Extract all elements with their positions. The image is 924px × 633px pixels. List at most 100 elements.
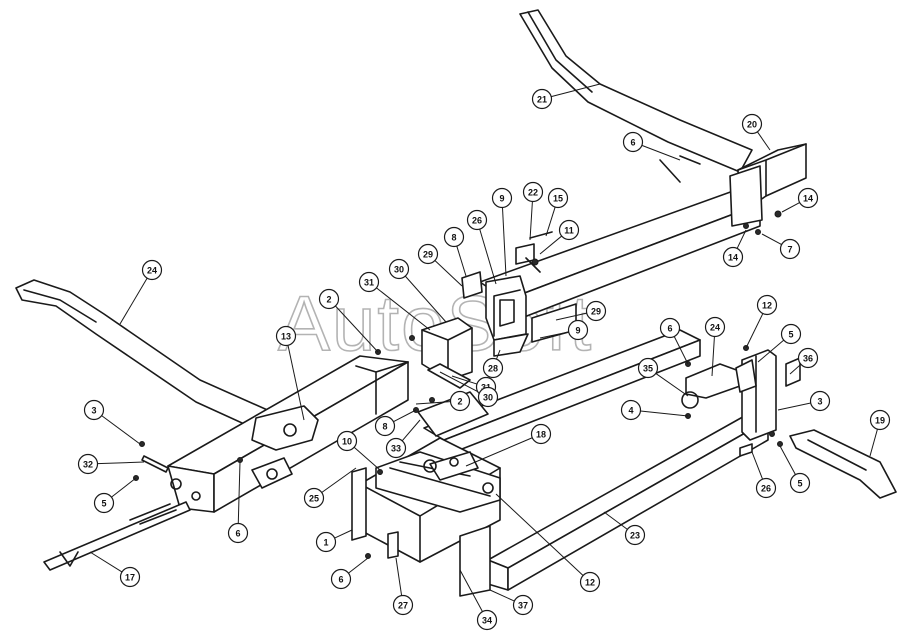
callout-6: 6: [330, 568, 352, 590]
callout-circle: [659, 317, 681, 339]
callout-circle: [622, 131, 644, 153]
callout-27: 27: [392, 594, 414, 616]
callout-leader: [751, 451, 764, 480]
callout-leader: [551, 83, 601, 98]
callout-circle: [547, 187, 569, 209]
callout-leader: [404, 275, 447, 323]
callout-circle: [624, 524, 646, 546]
callout-circle: [449, 390, 471, 412]
callout-leader: [376, 287, 431, 331]
callout-leader: [495, 349, 501, 360]
callout-leader: [489, 589, 515, 602]
small-hardware-upper: [515, 231, 553, 273]
callout-33: 33: [385, 437, 407, 459]
callout-2: 2: [318, 288, 340, 310]
callout-8: 8: [443, 226, 465, 248]
callout-number: 14: [803, 194, 813, 204]
callout-number: 22: [528, 188, 538, 198]
callout-circle: [779, 238, 801, 260]
callout-leader: [321, 467, 357, 493]
callout-leader: [869, 429, 878, 457]
callout-leader: [555, 312, 587, 321]
callout-circle: [119, 566, 141, 588]
callout-6: 6: [227, 522, 249, 544]
callout-leader: [459, 569, 483, 612]
callout-circle: [809, 390, 831, 412]
callout-leader: [789, 363, 802, 375]
callout-number: 17: [125, 573, 135, 583]
callout-circle: [704, 316, 726, 338]
callout-32: 32: [77, 453, 99, 475]
callout-number: 11: [564, 226, 574, 236]
callout-7: 7: [779, 238, 801, 260]
callout-leader: [237, 461, 241, 524]
callout-number: 3: [91, 406, 96, 416]
callout-number: 19: [875, 416, 885, 426]
callout-20: 20: [741, 113, 763, 135]
callout-leader: [539, 235, 563, 255]
callout-circle: [476, 609, 498, 631]
small-hardware: [133, 155, 783, 559]
callout-circle: [741, 113, 763, 135]
callout-30: 30: [477, 386, 499, 408]
callout-circle: [93, 492, 115, 514]
callout-number: 12: [585, 578, 595, 588]
callout-circle: [315, 531, 337, 553]
callout-6: 6: [659, 317, 681, 339]
left-pivot-bracket: [251, 405, 319, 489]
callout-circle: [417, 243, 439, 265]
callout-number: 35: [643, 364, 653, 374]
callout-14: 14: [722, 246, 744, 268]
callout-circle: [392, 594, 414, 616]
callout-12: 12: [756, 294, 778, 316]
callout-12: 12: [579, 571, 601, 593]
callout-leader: [287, 345, 305, 421]
callout-leader: [779, 445, 796, 475]
callout-number: 6: [630, 138, 635, 148]
callout-number: 9: [575, 326, 580, 336]
callout-circle: [275, 325, 297, 347]
callout-number: 36: [803, 354, 813, 364]
callout-leader: [335, 305, 379, 353]
callout-24: 24: [704, 316, 726, 338]
callout-28: 28: [482, 357, 504, 379]
callout-number: 29: [423, 250, 433, 260]
callout-leader: [736, 229, 747, 249]
callout-circle: [374, 415, 396, 437]
callout-number: 30: [394, 265, 404, 275]
callout-18: 18: [530, 423, 552, 445]
callout-number: 8: [451, 233, 456, 243]
callout-leader: [539, 331, 569, 339]
callout-number: 24: [710, 323, 720, 333]
callout-circle: [491, 187, 513, 209]
callout-leader: [119, 277, 148, 325]
callout-leader: [353, 446, 381, 471]
callout-leader: [757, 339, 785, 363]
callout-leader: [777, 402, 811, 411]
callout-leader: [655, 373, 689, 397]
callout-26: 26: [466, 209, 488, 231]
callout-leader: [761, 233, 782, 245]
callout-circle: [522, 181, 544, 203]
callout-number: 26: [761, 484, 771, 494]
callout-number: 25: [309, 494, 319, 504]
callout-9: 9: [491, 187, 513, 209]
callout-leader: [640, 410, 689, 417]
callout-circle: [530, 423, 552, 445]
callout-circle: [756, 294, 778, 316]
callout-circle: [722, 246, 744, 268]
callout-29: 29: [585, 300, 607, 322]
right-bracket-assembly: [681, 357, 801, 409]
callout-circle: [358, 271, 380, 293]
callout-22: 22: [522, 181, 544, 203]
callout-leader: [101, 415, 141, 445]
callout-number: 26: [472, 216, 482, 226]
callout-number: 24: [147, 266, 157, 276]
callout-19: 19: [869, 409, 891, 431]
callout-circle: [336, 430, 358, 452]
callout-number: 27: [398, 601, 408, 611]
callout-3: 3: [809, 390, 831, 412]
callout-leader: [451, 375, 478, 385]
callout-leader: [529, 201, 533, 241]
callout-number: 30: [483, 393, 493, 403]
